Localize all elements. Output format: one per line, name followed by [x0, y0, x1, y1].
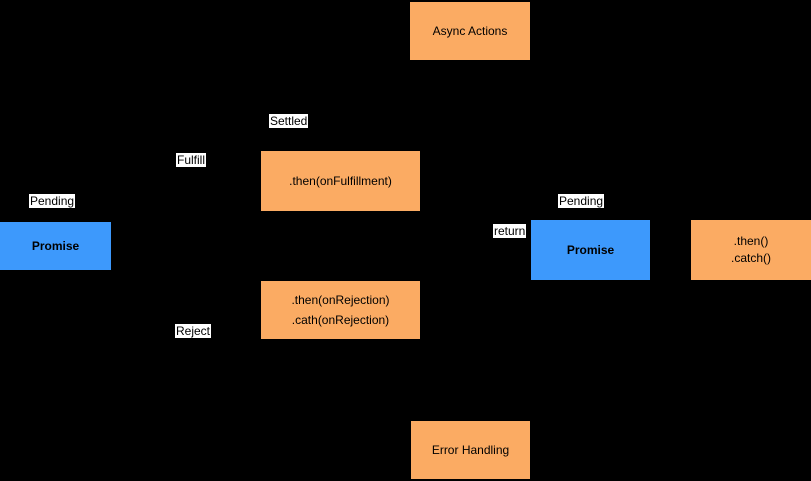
node-then-onrejection-line2: .cath(onRejection) [291, 313, 390, 327]
node-then-catch-line2: .catch() [730, 251, 771, 265]
node-error-handling: Error Handling [411, 421, 530, 479]
node-then-onfulfillment-label: .then(onFulfillment) [289, 174, 392, 188]
node-then-onrejection-line1: .then(onRejection) [291, 293, 390, 307]
node-async-actions: Async Actions [410, 2, 530, 60]
node-then-catch-line1: .then() [733, 234, 769, 248]
edge-label-pending-right: Pending [558, 194, 605, 208]
node-then-onfulfillment: .then(onFulfillment) [261, 151, 420, 211]
edge-label-reject: Reject [175, 324, 212, 338]
node-promise-right: Promise [531, 220, 650, 280]
node-promise-left-label: Promise [31, 239, 80, 253]
node-async-actions-label: Async Actions [432, 24, 508, 38]
edge-label-return: return [493, 224, 527, 238]
node-error-handling-label: Error Handling [431, 443, 510, 457]
edge-label-pending-left: Pending [29, 194, 76, 208]
node-then-onrejection: .then(onRejection) .cath(onRejection) [261, 281, 420, 339]
node-promise-left: Promise [0, 222, 111, 270]
edge-label-settled: Settled [269, 114, 309, 128]
edge-label-fulfill: Fulfill [176, 153, 207, 167]
node-promise-right-label: Promise [566, 243, 615, 257]
node-then-catch: .then() .catch() [691, 220, 811, 280]
